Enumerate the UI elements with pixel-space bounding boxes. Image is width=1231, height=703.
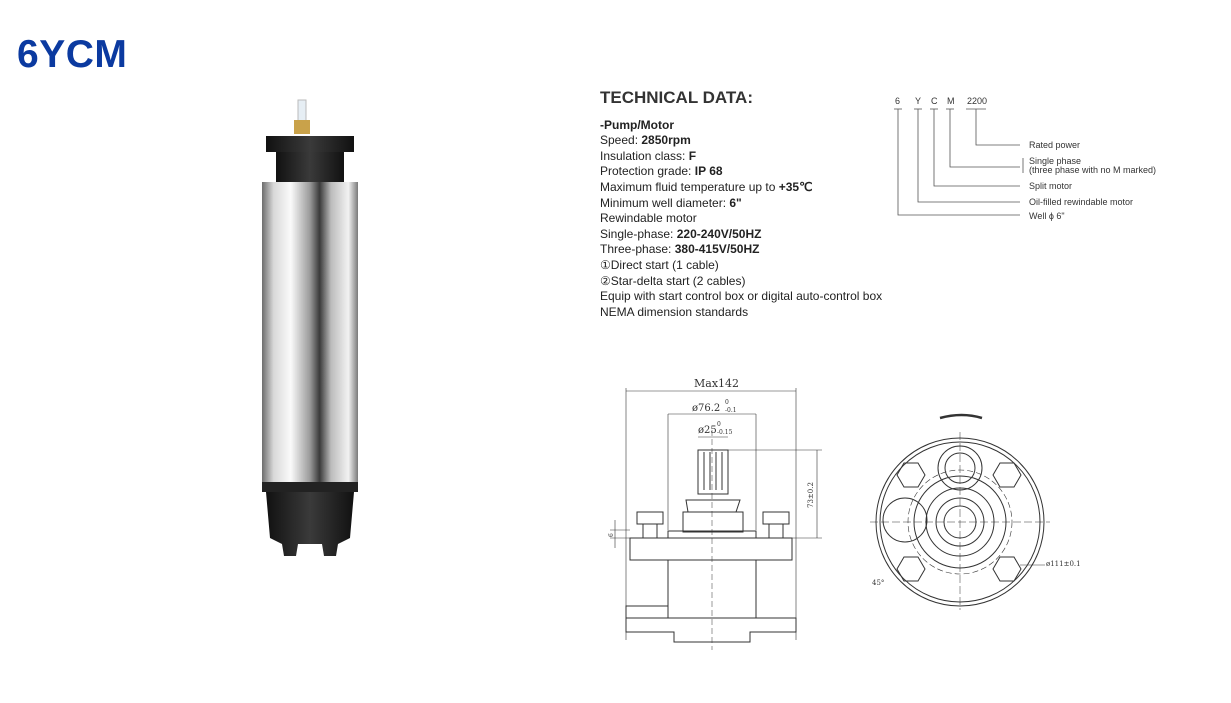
dim-flange-tol-lower: -0.1 xyxy=(725,407,737,414)
motor-image xyxy=(250,98,370,560)
spec-label: Equip with start control box or digital … xyxy=(600,289,883,304)
section-label: -Pump/Motor xyxy=(600,117,674,132)
code-meaning: Single phase xyxy=(1029,156,1081,166)
code-part: Y xyxy=(915,96,921,106)
spec-line: Insulation class: F xyxy=(600,149,882,165)
dim-angle: 45° xyxy=(872,579,884,587)
product-title: 6YCM xyxy=(17,33,128,76)
code-meaning: Oil-filled rewindable motor xyxy=(1029,197,1133,207)
dim-max-width: Max142 xyxy=(694,377,739,390)
code-part: M xyxy=(947,96,955,106)
code-part: C xyxy=(931,96,938,106)
spec-label: Insulation class: xyxy=(600,148,689,163)
dim-shaft-tol-lower: -0.15 xyxy=(717,429,733,436)
spec-label: Three-phase: xyxy=(600,242,675,257)
spec-label: Minimum well diameter: xyxy=(600,195,730,210)
spec-label: NEMA dimension standards xyxy=(600,304,749,319)
dim-flange-tol-upper: 0 xyxy=(725,399,729,406)
spec-value: 6" xyxy=(729,195,742,210)
dim-shaft-tol-upper: 0 xyxy=(717,421,721,428)
spec-line: Rewindable motor xyxy=(600,211,882,227)
dim-bolt-circle: ø111±0.1 xyxy=(1046,560,1081,568)
spec-label: Speed: xyxy=(600,133,642,148)
spec-label: Maximum fluid temperature up to xyxy=(600,179,779,194)
code-meaning: Well ϕ 6" xyxy=(1029,211,1065,221)
spec-line: Equip with start control box or digital … xyxy=(600,289,882,305)
model-code-diagram: 6 Y C M 2200 Rated power Single phase (t… xyxy=(880,85,1170,230)
spec-line: Maximum fluid temperature up to +35℃ xyxy=(600,180,882,196)
spec-line: Single-phase: 220-240V/50HZ xyxy=(600,227,882,243)
dimension-drawings: Max142 ø76.2 0 -0.1 ø25 0 -0.15 73±0.2 6… xyxy=(600,370,1090,655)
dim-small: 6 xyxy=(608,533,615,537)
spec-line: Minimum well diameter: 6" xyxy=(600,196,882,212)
spec-value: 380-415V/50HZ xyxy=(674,242,760,257)
spec-line: ②Star-delta start (2 cables) xyxy=(600,274,882,290)
spec-label: Rewindable motor xyxy=(600,211,697,226)
code-meaning: Split motor xyxy=(1029,181,1072,191)
dim-flange-dia: ø76.2 xyxy=(692,403,720,414)
spec-line: Three-phase: 380-415V/50HZ xyxy=(600,242,882,258)
dim-shaft-dia: ø25 xyxy=(698,425,717,436)
spec-label: ①Direct start (1 cable) xyxy=(600,257,719,272)
spec-value: 2850rpm xyxy=(641,133,691,148)
spec-label: Protection grade: xyxy=(600,164,695,179)
spec-value: 220-240V/50HZ xyxy=(676,226,762,241)
spec-label: ②Star-delta start (2 cables) xyxy=(600,273,746,288)
spec-value: +35℃ xyxy=(778,179,813,194)
code-part: 6 xyxy=(895,96,900,106)
technical-data: TECHNICAL DATA: -Pump/Motor Speed: 2850r… xyxy=(600,88,882,321)
spec-value: IP 68 xyxy=(694,164,723,179)
code-meaning: Rated power xyxy=(1029,140,1080,150)
spec-line: NEMA dimension standards xyxy=(600,305,882,321)
code-meaning: (three phase with no M marked) xyxy=(1029,165,1156,175)
spec-value: F xyxy=(688,148,697,163)
code-part: 2200 xyxy=(967,96,987,106)
spec-label: Single-phase: xyxy=(600,226,677,241)
spec-line: Protection grade: IP 68 xyxy=(600,164,882,180)
dim-shaft-height: 73±0.2 xyxy=(807,482,815,508)
technical-data-heading: TECHNICAL DATA: xyxy=(600,88,753,107)
spec-line: ①Direct start (1 cable) xyxy=(600,258,882,274)
spec-line: Speed: 2850rpm xyxy=(600,133,882,149)
